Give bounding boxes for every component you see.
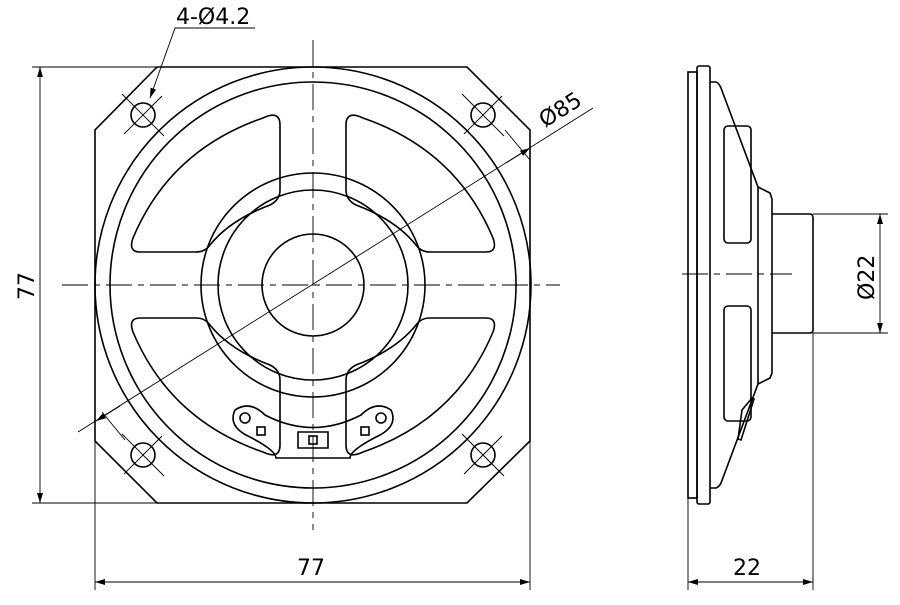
depth-dimension: 22	[733, 556, 761, 581]
front-view: 4-Ø4.2 Ø85 77 77	[15, 5, 594, 590]
height-dimension: 77	[15, 272, 40, 300]
terminal-board	[232, 405, 394, 459]
frame-outline	[94, 66, 531, 504]
holes-dimension: 4-Ø4.2	[176, 5, 250, 30]
frame-diameter-dimension: Ø85	[535, 88, 587, 133]
side-view: Ø22 22	[682, 65, 888, 590]
width-dimension: 77	[297, 556, 325, 581]
magnet-diameter-dimension: Ø22	[855, 255, 880, 300]
mounting-holes	[121, 93, 505, 477]
